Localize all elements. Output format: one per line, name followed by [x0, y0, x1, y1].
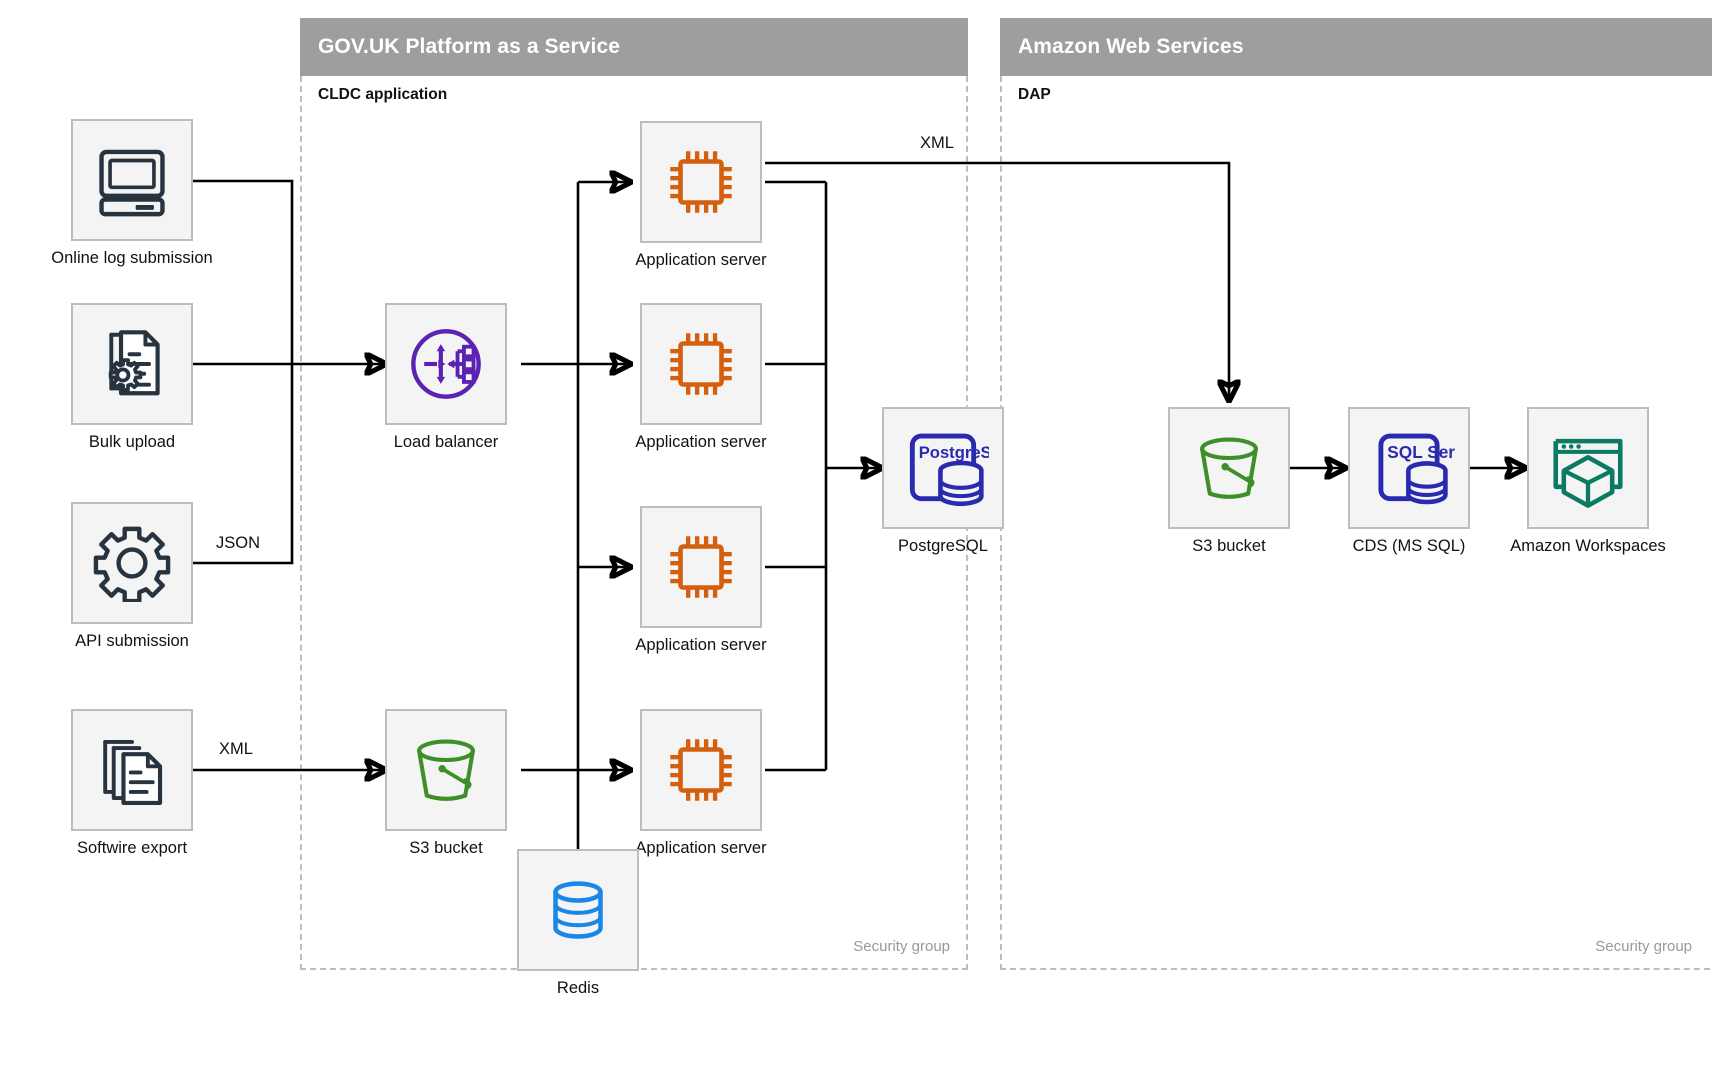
node-s3-bucket-paas[interactable]: S3 bucket	[385, 709, 507, 857]
document-gear-icon	[108, 330, 160, 396]
node-label-online-log-submission: Online log submission	[51, 249, 213, 267]
cpu-chip-icon	[670, 151, 732, 213]
node-label-s3-bucket-aws: S3 bucket	[1192, 537, 1266, 555]
node-application-server-1[interactable]: Application server	[635, 121, 767, 269]
node-label-application-server-4: Application server	[635, 839, 767, 857]
sql-server-icon: SQL Server	[1378, 433, 1455, 505]
group-title-aws: Amazon Web Services	[1018, 35, 1244, 58]
node-label-application-server-3: Application server	[635, 636, 767, 654]
node-label-postgresql: PostgreSQL	[898, 537, 988, 555]
node-postgresql[interactable]: PostgreSQL PostgreSQL	[882, 407, 1004, 555]
document-stack-icon	[103, 740, 163, 805]
svg-text:PostgreSQL: PostgreSQL	[919, 443, 989, 462]
node-amazon-workspaces[interactable]: Amazon Workspaces	[1510, 407, 1666, 555]
node-redis[interactable]: Redis	[517, 849, 639, 997]
desktop-computer-icon	[99, 149, 165, 217]
group-title-paas: GOV.UK Platform as a Service	[318, 35, 620, 58]
edge-label-xml-softwire: XML	[219, 740, 253, 758]
group-header-aws: Amazon Web Services	[1000, 18, 1712, 76]
group-body-paas	[300, 76, 968, 970]
node-application-server-4[interactable]: Application server	[635, 709, 767, 857]
node-api-submission[interactable]: API submission	[71, 502, 193, 650]
node-cds-ms-sql[interactable]: SQL Server CDS (MS SQL)	[1348, 407, 1470, 555]
cpu-chip-icon	[670, 739, 732, 801]
node-label-s3-bucket-paas: S3 bucket	[409, 839, 483, 857]
node-load-balancer[interactable]: Load balancer	[385, 303, 507, 451]
sub-label-dap: DAP	[1018, 86, 1051, 103]
node-s3-bucket-aws[interactable]: S3 bucket	[1168, 407, 1290, 555]
node-softwire-export[interactable]: Softwire export	[71, 709, 193, 857]
node-application-server-3[interactable]: Application server	[635, 506, 767, 654]
node-application-server-2[interactable]: Application server	[635, 303, 767, 451]
edge-label-xml-app-to-s3: XML	[920, 134, 954, 152]
s3-bucket-icon	[1200, 437, 1258, 499]
group-header-paas: GOV.UK Platform as a Service	[300, 18, 968, 76]
cpu-chip-icon	[670, 536, 732, 598]
node-online-log-submission[interactable]: Online log submission	[51, 119, 213, 267]
node-label-application-server-2: Application server	[635, 433, 767, 451]
redis-database-icon	[553, 881, 603, 939]
edge-label-json: JSON	[216, 534, 261, 552]
s3-bucket-icon	[417, 739, 475, 801]
node-label-bulk-upload: Bulk upload	[88, 433, 176, 451]
cpu-chip-icon	[670, 333, 732, 395]
node-label-redis: Redis	[556, 979, 600, 997]
sub-label-cldc-application: CLDC application	[318, 86, 448, 103]
load-balancer-icon	[411, 329, 481, 399]
node-label-cds-ms-sql: CDS (MS SQL)	[1352, 537, 1466, 555]
node-label-api-submission: API submission	[75, 632, 189, 650]
node-label-application-server-1: Application server	[635, 251, 767, 269]
node-bulk-upload[interactable]: Bulk upload	[71, 303, 193, 451]
node-label-softwire-export: Softwire export	[76, 839, 188, 857]
postgresql-icon: PostgreSQL	[909, 433, 989, 507]
svg-text:SQL Server: SQL Server	[1387, 442, 1455, 462]
security-group-label-paas: Security group	[853, 938, 950, 955]
amazon-workspaces-icon	[1553, 438, 1623, 508]
node-label-load-balancer: Load balancer	[393, 433, 499, 451]
gear-icon	[93, 526, 171, 602]
node-label-amazon-workspaces: Amazon Workspaces	[1510, 537, 1666, 555]
security-group-label-aws: Security group	[1595, 938, 1692, 955]
